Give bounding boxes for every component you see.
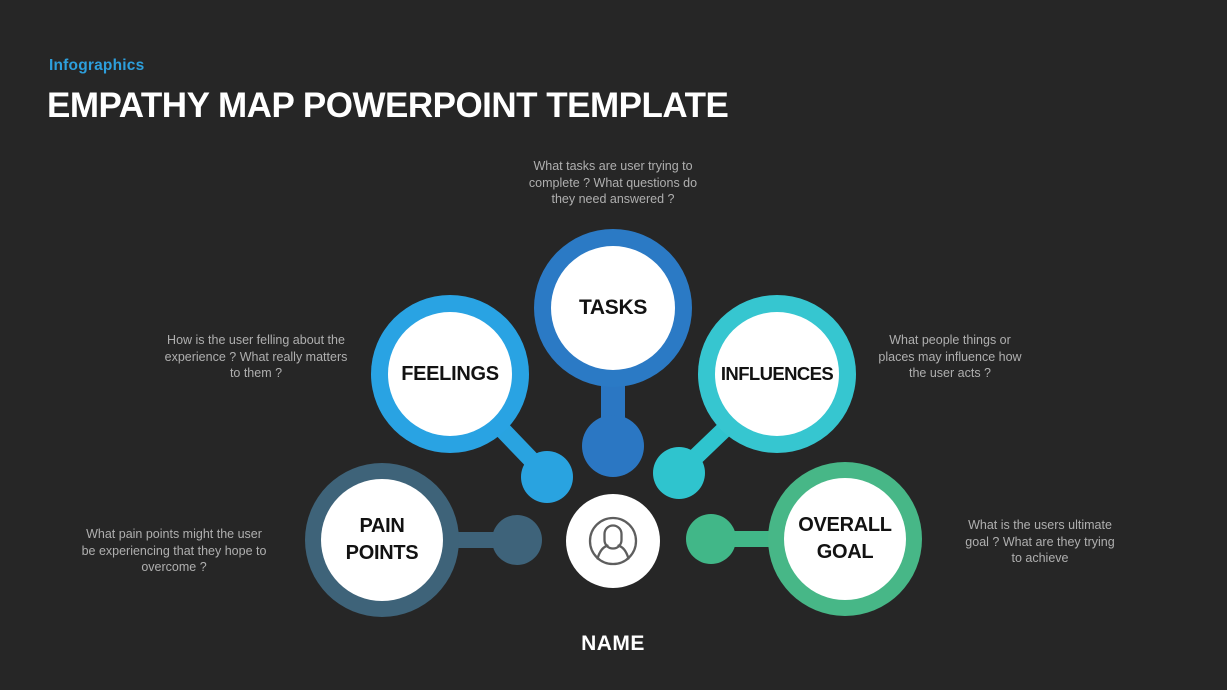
- feelings-note: How is the user felling about the experi…: [164, 333, 348, 380]
- pain-points-circle: [305, 463, 459, 617]
- pain-points-connector-group: [442, 515, 542, 565]
- persona-core: [566, 494, 660, 588]
- influences-connector-group: [653, 413, 741, 499]
- influences-circle: [698, 295, 856, 453]
- pain-points-core: [321, 479, 443, 601]
- influences-core: [715, 312, 839, 436]
- feelings-circle: [371, 295, 529, 453]
- overall-goal-connector-dot: [686, 514, 736, 564]
- tasks-connector-dot: [582, 415, 644, 477]
- feelings-connector-dot: [521, 451, 573, 503]
- persona-name-label: NAME: [581, 632, 645, 655]
- overall-goal-connector-group: [686, 514, 786, 564]
- overall-goal-circle: [768, 462, 922, 616]
- tasks-note: What tasks are user trying to complete ?…: [528, 159, 698, 206]
- tasks-circle: [534, 229, 692, 387]
- influences-connector-dot: [653, 447, 705, 499]
- influences-note: What people things or places may influen…: [878, 333, 1022, 380]
- feelings-label: FEELINGS: [401, 362, 499, 385]
- overall-goal-core: [784, 478, 906, 600]
- influences-label: INFLUENCES: [720, 363, 834, 384]
- pain-points-note: What pain points might the user be exper…: [81, 527, 267, 574]
- persona-circle: [566, 494, 660, 588]
- tasks-label: TASKS: [578, 296, 648, 319]
- page-title: EMPATHY MAP POWERPOINT TEMPLATE: [47, 86, 729, 125]
- feelings-connector-group: [486, 413, 573, 503]
- tasks-core: [551, 246, 675, 370]
- feelings-core: [388, 312, 512, 436]
- user-avatar-icon: [588, 516, 638, 566]
- pain-points-connector-dot: [492, 515, 542, 565]
- pain-points-label: PAIN POINTS: [345, 515, 419, 564]
- overall-goal-note: What is the users ultimate goal ? What a…: [965, 518, 1115, 565]
- eyebrow-label: Infographics: [49, 57, 145, 74]
- overall-goal-label: OVERALL GOAL: [798, 514, 892, 563]
